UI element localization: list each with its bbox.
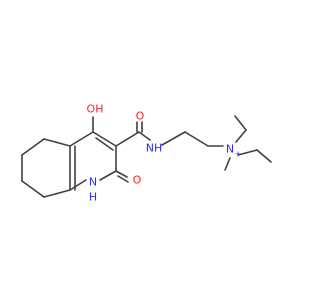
ammonium-n-label: N <box>226 143 234 156</box>
bond-c4a-c4 <box>69 131 94 147</box>
bond-c4-c3-double <box>95 137 114 151</box>
bond-c8-c8a <box>43 189 71 198</box>
bond-c1-c2 <box>184 131 209 147</box>
bond-c4a-c5 <box>43 138 71 147</box>
bond-ethyl1 <box>234 115 247 131</box>
bond-n1-c8a <box>69 179 87 191</box>
molecule-structure: OH O NH O N H N + <box>21 103 272 204</box>
bond-c2-o-double <box>117 175 129 183</box>
structure-canvas: OH O NH O N H N + <box>21 103 272 204</box>
bond-ethyl2 <box>256 149 272 163</box>
bond-c7-c8 <box>21 180 45 198</box>
bond-c3-camide <box>115 131 140 147</box>
bond-camide-n <box>138 131 151 141</box>
lactam-oxygen-label: O <box>133 174 142 187</box>
amide-oxygen-label: O <box>136 110 145 123</box>
bond-nplus-ethyl2a <box>237 149 258 156</box>
ring-h-label: H <box>89 191 97 204</box>
bond-n-c1 <box>161 131 186 146</box>
amide-nh-label: NH <box>146 142 163 155</box>
bond-c5-c6 <box>21 138 45 156</box>
bond-nplus-ethyl1a <box>235 129 247 143</box>
ring-n-label: N <box>89 176 97 189</box>
bond-c2-n1 <box>99 170 117 181</box>
bond-c4-c3 <box>92 131 117 147</box>
ammonium-charge-label: + <box>235 150 242 159</box>
bond-c2-o <box>115 170 128 178</box>
hydroxyl-label: OH <box>87 103 104 116</box>
bond-nplus-methyl <box>224 157 231 171</box>
